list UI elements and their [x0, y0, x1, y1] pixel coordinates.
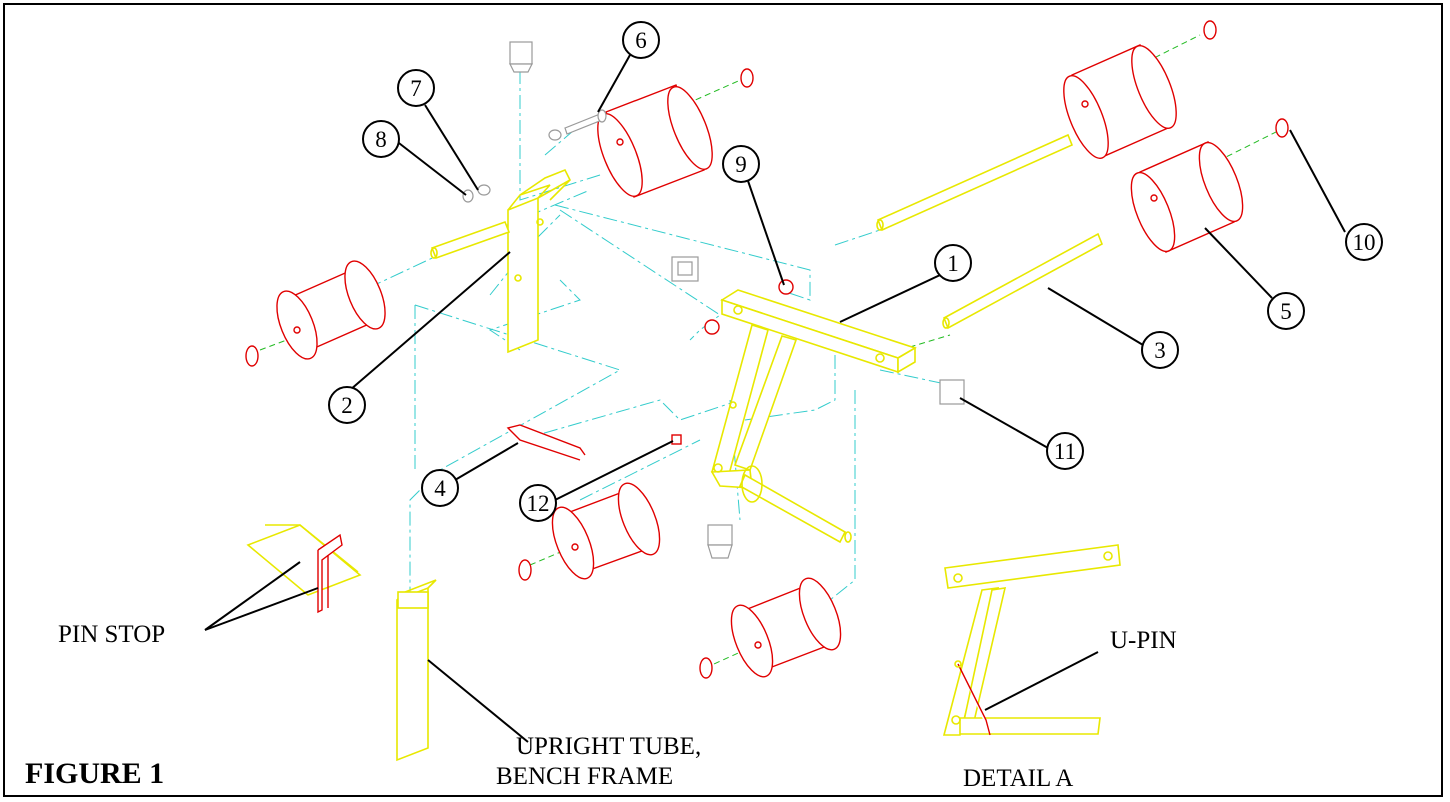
- callout-6: 6: [622, 21, 660, 59]
- upright-tube-label-line2: BENCH FRAME: [496, 763, 673, 790]
- pin-stop-label: PIN STOP: [58, 621, 165, 648]
- svg-text:1: 1: [947, 251, 959, 276]
- svg-text:6: 6: [635, 28, 647, 53]
- svg-text:9: 9: [735, 152, 747, 177]
- end-cap-right: [939, 379, 965, 405]
- detail-a-label: DETAIL A: [963, 765, 1073, 792]
- u-pin-part: [506, 424, 586, 461]
- svg-text:3: 3: [1154, 338, 1166, 363]
- svg-text:2: 2: [341, 393, 353, 418]
- end-cap-mid: [671, 256, 699, 282]
- foam-roller-top: [597, 84, 713, 198]
- end-caps: [509, 41, 965, 559]
- upright-tube-label-line1: UPRIGHT TUBE,: [516, 733, 701, 760]
- callout-7: 7: [397, 69, 435, 107]
- svg-text:7: 7: [410, 76, 422, 101]
- bolt-and-washers: [462, 109, 607, 203]
- foam-roller-lower-mid: [551, 482, 661, 580]
- upright-arm: [507, 168, 571, 354]
- callout-9: 9: [722, 145, 760, 183]
- foam-roller-top-right: [1063, 44, 1177, 159]
- end-cap-top: [509, 41, 533, 73]
- svg-text:11: 11: [1054, 439, 1076, 464]
- svg-text:8: 8: [375, 127, 387, 152]
- figure-title: FIGURE 1: [25, 757, 164, 790]
- leader-lines: [204, 54, 1346, 743]
- foam-roller-right: [1130, 141, 1244, 253]
- callout-5: 5: [1267, 292, 1305, 330]
- main-frame: [710, 289, 917, 544]
- tube-left: [430, 220, 511, 260]
- svg-text:4: 4: [434, 476, 446, 501]
- detail-a-drawing: [942, 544, 1121, 736]
- foam-roller-bottom: [730, 577, 842, 678]
- svg-text:12: 12: [527, 491, 550, 516]
- figure-frame: [3, 3, 1443, 797]
- callout-12: 12: [519, 484, 557, 522]
- svg-text:5: 5: [1280, 299, 1292, 324]
- tube-top-right: [876, 133, 1074, 232]
- u-pin-label: U-PIN: [1110, 627, 1177, 654]
- callout-2: 2: [328, 386, 366, 424]
- callout-10: 10: [1345, 223, 1383, 261]
- callout-3: 3: [1141, 331, 1179, 369]
- tube-right: [942, 232, 1104, 330]
- callout-1: 1: [934, 244, 972, 282]
- callout-11: 11: [1046, 432, 1084, 470]
- foam-roller-left: [276, 260, 386, 360]
- svg-text:10: 10: [1353, 230, 1376, 255]
- upright-tube-inset: [246, 524, 437, 762]
- end-cap-bottom: [707, 524, 733, 559]
- callout-4: 4: [421, 469, 459, 507]
- callout-8: 8: [362, 120, 400, 158]
